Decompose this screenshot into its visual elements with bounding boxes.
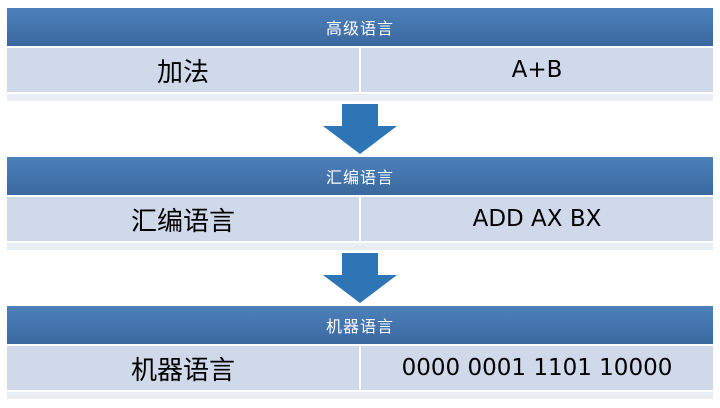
arrow-stem — [342, 253, 378, 275]
table-cell-right: 0000 0001 1101 10000 — [359, 346, 713, 390]
table-header: 机器语言 — [7, 306, 713, 344]
table-header: 汇编语言 — [7, 157, 713, 195]
table-band — [7, 390, 713, 399]
arrow-head — [323, 275, 397, 303]
table-row: 汇编语言 ADD AX BX — [7, 195, 713, 241]
down-arrow-icon — [0, 104, 720, 154]
arrow-stem — [342, 104, 378, 126]
table-cell-right: A+B — [359, 48, 713, 92]
table-cell-right: ADD AX BX — [359, 197, 713, 241]
table-cell-left: 汇编语言 — [130, 206, 235, 237]
table-machine-language: 机器语言 机器语言 0000 0001 1101 10000 — [7, 306, 713, 399]
table-high-level-language: 高级语言 加法 A+B — [7, 8, 713, 101]
arrow-head — [323, 126, 397, 154]
table-header-label: 机器语言 — [325, 317, 394, 336]
table-header: 高级语言 — [7, 8, 713, 46]
table-row: 加法 A+B — [7, 46, 713, 92]
table-header-label: 高级语言 — [325, 19, 394, 38]
table-row: 机器语言 0000 0001 1101 10000 — [7, 344, 713, 390]
table-band — [7, 92, 713, 101]
table-cell-left: 加法 — [156, 57, 209, 88]
table-cell-left: 机器语言 — [130, 355, 235, 386]
down-arrow-icon — [0, 253, 720, 303]
table-assembly-language: 汇编语言 汇编语言 ADD AX BX — [7, 157, 713, 250]
table-band — [7, 241, 713, 250]
table-header-label: 汇编语言 — [325, 168, 394, 187]
